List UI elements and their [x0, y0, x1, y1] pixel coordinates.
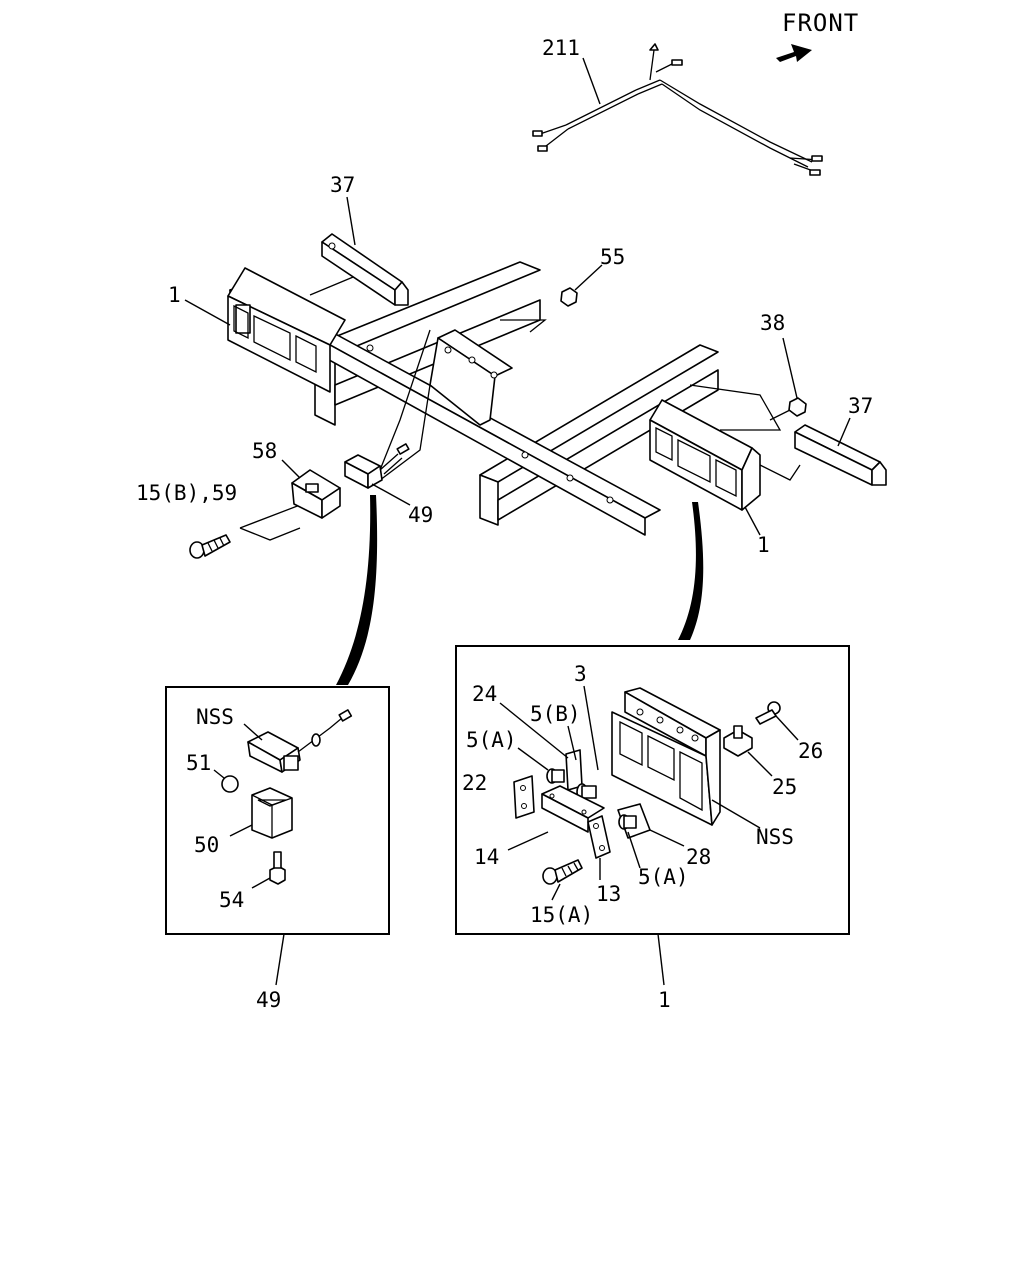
label-58: 58: [252, 439, 277, 463]
label-15a: 15(A): [530, 903, 593, 927]
label-211: 211: [542, 36, 580, 60]
label-13: 13: [596, 882, 621, 906]
detail-49-frame: [165, 686, 390, 935]
front-arrow-icon: [776, 44, 812, 62]
label-1-left: 1: [168, 283, 181, 307]
label-49-frame: 49: [408, 503, 433, 527]
label-22: 22: [462, 771, 487, 795]
pointer-to-detail-49: [336, 495, 378, 685]
label-50: 50: [194, 833, 219, 857]
detail-1-callout: 1: [658, 988, 671, 1012]
detail-49-callout: 49: [256, 988, 281, 1012]
label-26: 26: [798, 739, 823, 763]
frame-assembly: [227, 261, 801, 541]
label-1-right: 1: [757, 533, 770, 557]
bolt-15b-59: 15(B),59: [136, 481, 237, 559]
label-3: 3: [574, 662, 587, 686]
detail-1-frame: [455, 645, 850, 935]
label-5b: 5(B): [530, 702, 581, 726]
pointer-to-detail-1: [678, 502, 704, 640]
clip-58: 58: [252, 439, 341, 519]
wiring-harness: 211: [532, 36, 823, 176]
label-51: 51: [186, 751, 211, 775]
label-55: 55: [600, 245, 625, 269]
bracket-37-right: 37: [794, 394, 887, 486]
sensor-49: 49: [344, 443, 433, 527]
front-indicator: FRONT: [776, 9, 859, 62]
label-25: 25: [772, 775, 797, 799]
label-28: 28: [686, 845, 711, 869]
label-15b-59: 15(B),59: [136, 481, 237, 505]
label-5a-bottom: 5(A): [638, 865, 689, 889]
label-5a-top: 5(A): [466, 728, 517, 752]
label-54: 54: [219, 888, 244, 912]
bracket-37-left: 37: [321, 173, 409, 306]
detail-1: NSS 3 24 5(B) 5(A) 22 14 28: [455, 645, 850, 1012]
label-38: 38: [760, 311, 785, 335]
detail-49: NSS 51 50 54 49: [165, 686, 390, 1012]
label-49-nss: NSS: [196, 705, 234, 729]
label-14: 14: [474, 845, 499, 869]
front-label: FRONT: [782, 9, 859, 37]
label-37-left: 37: [330, 173, 355, 197]
bolt-38: 38: [760, 311, 807, 421]
label-24: 24: [472, 682, 497, 706]
label-1-nss: NSS: [756, 825, 794, 849]
label-37-right: 37: [848, 394, 873, 418]
nut-55: 55: [560, 245, 625, 307]
